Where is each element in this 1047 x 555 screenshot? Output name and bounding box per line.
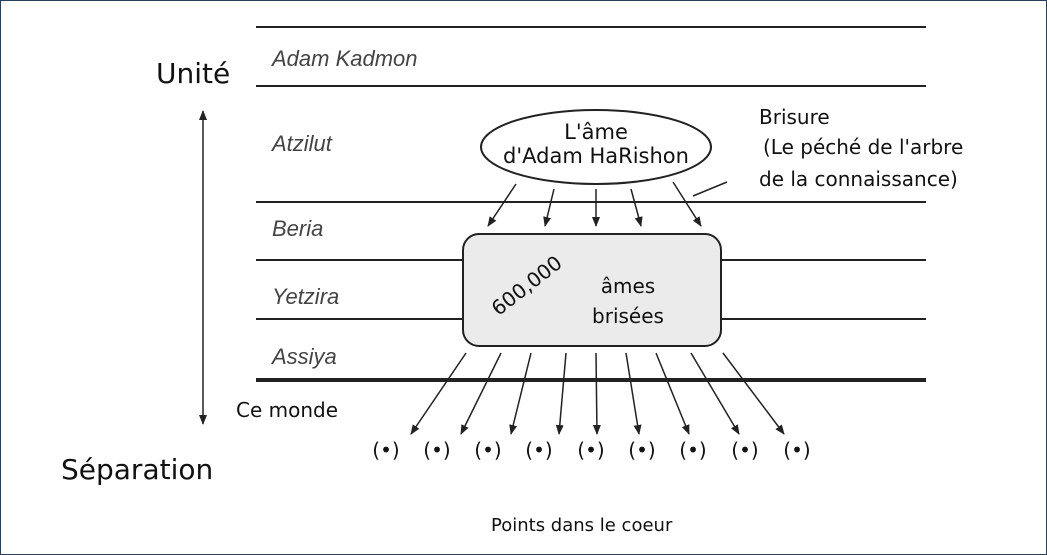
descent-arrow xyxy=(543,188,555,227)
dispersion-arrow xyxy=(625,352,642,435)
plane-label-beria: Beria xyxy=(272,216,323,241)
descent-arrow xyxy=(630,188,643,227)
heart-point: (•) xyxy=(423,438,450,462)
points-caption: Points dans le coeur xyxy=(491,515,673,536)
breakage-line3: de la connaissance) xyxy=(759,167,958,191)
souls-label-line1: âmes xyxy=(601,274,655,298)
heart-point: (•) xyxy=(372,438,399,462)
broken-souls-box xyxy=(462,233,722,347)
dispersion-arrow xyxy=(460,352,502,435)
adam-soul-ellipse xyxy=(480,109,712,185)
breakage-title: Brisure xyxy=(759,105,830,129)
descent-arrow xyxy=(672,181,702,227)
soul-label-line2: d'Adam HaRishon xyxy=(503,144,689,168)
plane-label-adam-kadmon: Adam Kadmon xyxy=(270,46,418,71)
heart-point: (•) xyxy=(525,438,552,462)
dispersion-arrow xyxy=(410,352,467,435)
breakage-line2: (Le péché de l'arbre xyxy=(763,135,963,159)
heart-point: (•) xyxy=(628,438,655,462)
souls-label-line2: brisées xyxy=(592,304,664,328)
heart-point: (•) xyxy=(577,438,604,462)
plane-label-atzilut: Atzilut xyxy=(270,131,333,156)
plane-label-assiya: Assiya xyxy=(270,344,337,369)
plane-label-yetzira: Yetzira xyxy=(272,284,339,309)
soul-label-line1: L'âme xyxy=(564,120,628,144)
dispersion-arrow xyxy=(509,352,532,435)
dispersion-arrow xyxy=(690,352,740,435)
breakage-pointer xyxy=(692,181,728,197)
dispersion-arrow xyxy=(722,352,785,435)
heart-point: (•) xyxy=(731,438,758,462)
heart-point: (•) xyxy=(783,438,810,462)
heart-point: (•) xyxy=(474,438,501,462)
dispersion-arrow xyxy=(655,352,690,435)
descent-arrow xyxy=(487,183,517,227)
separation-label: Séparation xyxy=(61,453,213,486)
unity-label: Unité xyxy=(156,57,230,90)
heart-point: (•) xyxy=(679,438,706,462)
dispersion-arrow xyxy=(592,352,601,435)
dispersion-arrow xyxy=(555,352,567,435)
this-world-label: Ce monde xyxy=(236,398,338,422)
